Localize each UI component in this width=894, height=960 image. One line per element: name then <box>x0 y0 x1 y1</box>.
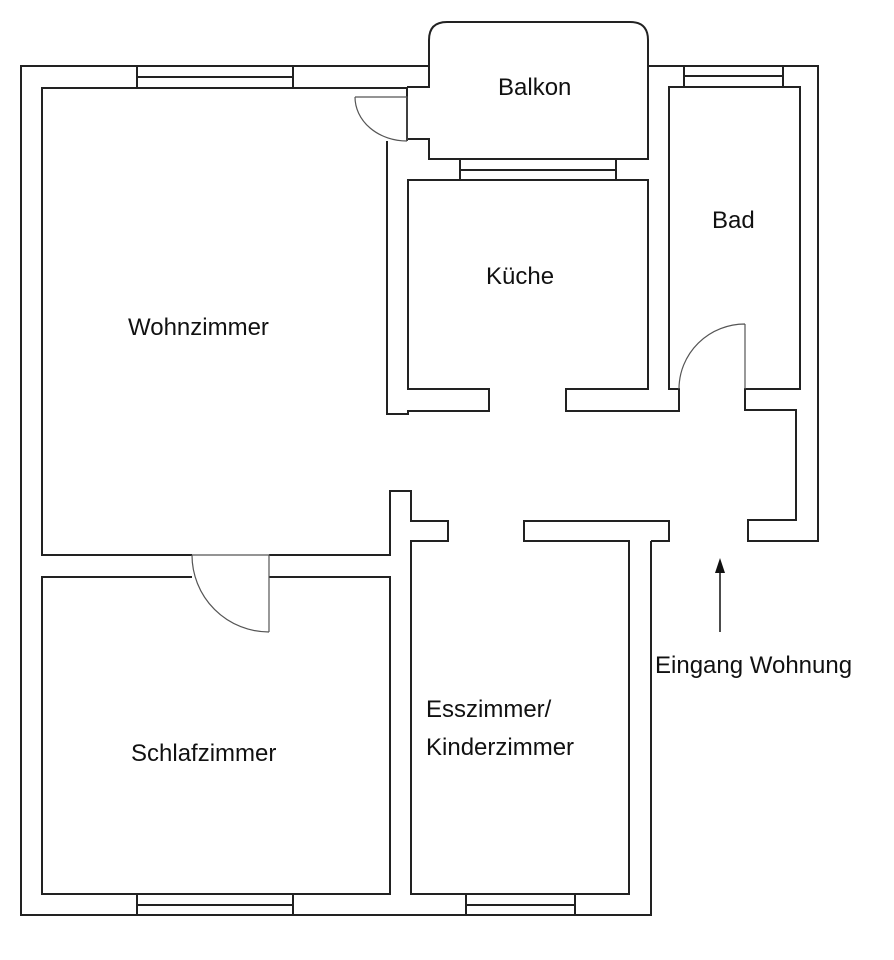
room-label-esszimmer: Esszimmer/ <box>426 696 552 723</box>
room-label-kinderzimmer: Kinderzimmer <box>426 734 575 761</box>
window-wohnzimmer <box>136 66 294 88</box>
door-schlafzimmer <box>191 554 270 633</box>
window-esszimmer <box>465 894 576 915</box>
window-schlafzimmer <box>136 894 294 915</box>
room-label-balkon: Balkon <box>498 74 572 101</box>
balcony-step <box>407 66 430 88</box>
room-label-wohnzimmer: Wohnzimmer <box>128 314 269 341</box>
arrow-up-icon <box>715 558 725 632</box>
walls <box>20 21 819 916</box>
outer-wall <box>20 65 652 916</box>
room-label-schlafzimmer: Schlafzimmer <box>131 740 277 767</box>
windows <box>136 66 784 915</box>
door-bad <box>678 323 746 390</box>
entrance-label: Eingang Wohnung <box>655 652 853 679</box>
doors <box>191 96 746 633</box>
window-kueche <box>459 159 617 180</box>
outer-wall-right <box>386 65 819 542</box>
room-label-bad: Bad <box>712 207 755 234</box>
balcony-outline <box>407 21 649 160</box>
center-walls <box>269 490 670 895</box>
door-balkon <box>354 96 408 142</box>
window-bad <box>683 66 784 87</box>
room-label-kueche: Küche <box>486 263 555 290</box>
schlafzimmer-walls <box>41 576 391 895</box>
